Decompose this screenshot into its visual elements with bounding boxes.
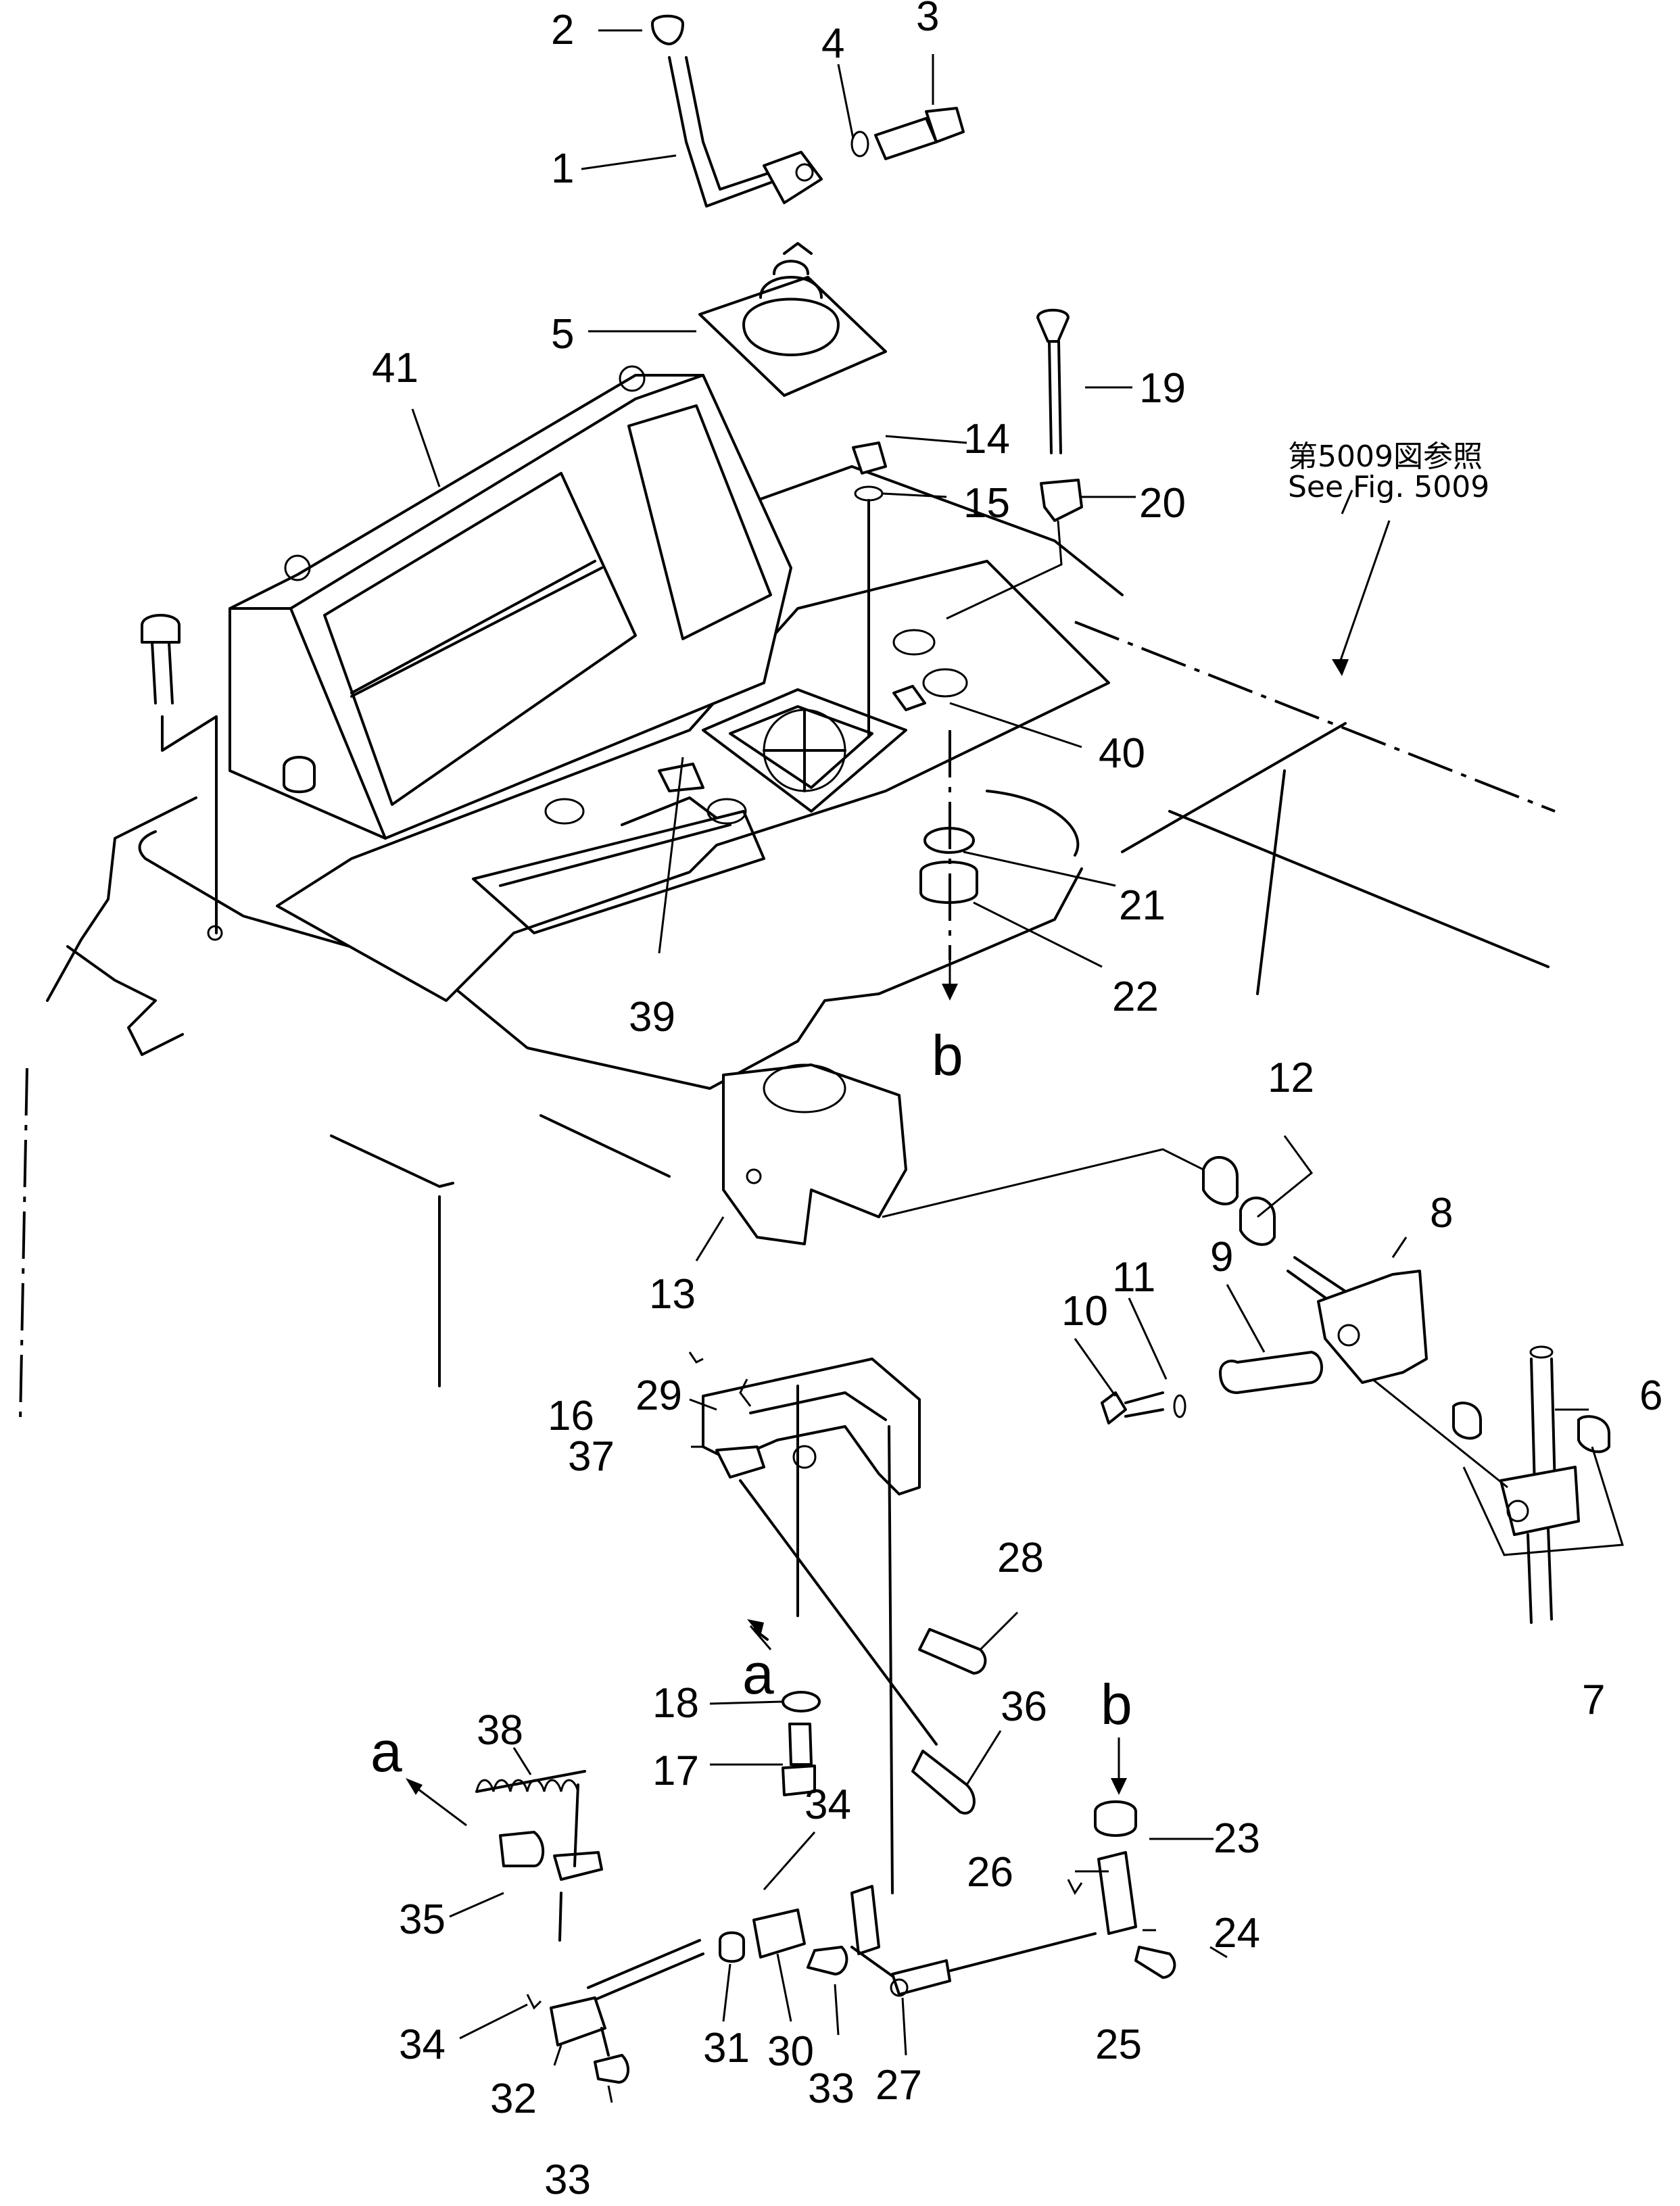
callout-4: 4 xyxy=(821,20,844,67)
callout-27: 27 xyxy=(875,2062,922,2109)
callout-10: 10 xyxy=(1061,1288,1108,1335)
callout-19: 19 xyxy=(1139,365,1186,412)
callout-16: 16 xyxy=(548,1393,594,1439)
callout-7: 7 xyxy=(1582,1677,1605,1723)
callout-9: 9 xyxy=(1210,1234,1233,1280)
callout-17: 17 xyxy=(652,1748,699,1794)
shaft-6 xyxy=(1372,1345,1624,1624)
lower-linkage xyxy=(475,1770,1176,2084)
callout-36: 36 xyxy=(1001,1683,1047,1730)
callout-8: 8 xyxy=(1430,1190,1453,1237)
callout-2: 2 xyxy=(551,7,574,53)
floor-outline xyxy=(19,465,1556,1420)
cross-reference-english: See Fig. 5009 xyxy=(1288,470,1489,504)
bushings-12 xyxy=(1202,1156,1276,1246)
cross-reference-japanese: 第5009図参照 xyxy=(1288,439,1483,474)
callout-20: 20 xyxy=(1139,480,1186,527)
view-markers: b a b a xyxy=(370,1024,1132,1783)
lever-bracket-13 xyxy=(722,1063,1204,1245)
callout-35: 35 xyxy=(399,1896,446,1943)
console-housing xyxy=(229,365,792,840)
small-fasteners xyxy=(852,441,978,960)
callout-3: 3 xyxy=(916,0,939,40)
callout-25: 25 xyxy=(1095,2021,1142,2068)
callout-29: 29 xyxy=(635,1372,682,1419)
cross-reference: 第5009図参照 See Fig. 5009 xyxy=(1288,439,1489,504)
rubber-boot xyxy=(698,242,887,397)
callout-34b: 34 xyxy=(399,2021,446,2068)
callout-labels: 1 2 3 4 5 6 7 8 9 10 11 12 13 14 15 16 1… xyxy=(372,0,1662,2203)
callout-33a: 33 xyxy=(808,2065,855,2112)
callout-13: 13 xyxy=(649,1271,696,1318)
callout-15: 15 xyxy=(963,480,1010,527)
callout-leaders xyxy=(406,29,1589,2103)
knob-19-20 xyxy=(946,308,1083,620)
callout-31: 31 xyxy=(703,2025,750,2071)
bracket-16 xyxy=(702,1358,921,1894)
callout-5: 5 xyxy=(551,311,574,358)
view-marker-a-lower: a xyxy=(742,1642,774,1706)
bolt-17 xyxy=(782,1691,821,1796)
mount-bolt xyxy=(141,614,223,941)
callout-24: 24 xyxy=(1214,1910,1260,1957)
callout-6: 6 xyxy=(1639,1372,1662,1419)
pins-28-36 xyxy=(688,1351,987,1815)
callout-32: 32 xyxy=(490,2076,537,2122)
callout-26: 26 xyxy=(967,1849,1013,1896)
callout-22: 22 xyxy=(1112,974,1159,1020)
view-marker-a-left: a xyxy=(370,1720,402,1783)
callout-23: 23 xyxy=(1214,1815,1260,1862)
callout-34a: 34 xyxy=(805,1781,851,1828)
callout-41: 41 xyxy=(372,345,418,391)
shift-lever xyxy=(651,14,965,208)
lever-8-pin-9 xyxy=(1101,1256,1428,1424)
callout-21: 21 xyxy=(1119,882,1166,929)
callout-11: 11 xyxy=(1112,1254,1155,1301)
callout-37: 37 xyxy=(568,1433,615,1480)
callout-28: 28 xyxy=(997,1535,1044,1581)
callout-33b: 33 xyxy=(544,2157,591,2203)
callout-38: 38 xyxy=(477,1707,523,1754)
view-marker-b-upper: b xyxy=(932,1024,963,1087)
callout-1: 1 xyxy=(551,145,574,192)
control-panel-plate xyxy=(276,560,1110,1002)
callout-12: 12 xyxy=(1268,1055,1314,1101)
callout-14: 14 xyxy=(963,416,1010,462)
callout-39: 39 xyxy=(629,994,675,1040)
callout-18: 18 xyxy=(652,1680,699,1727)
callout-30: 30 xyxy=(767,2028,814,2075)
view-marker-b-lower: b xyxy=(1101,1673,1132,1736)
callout-40: 40 xyxy=(1099,730,1145,777)
